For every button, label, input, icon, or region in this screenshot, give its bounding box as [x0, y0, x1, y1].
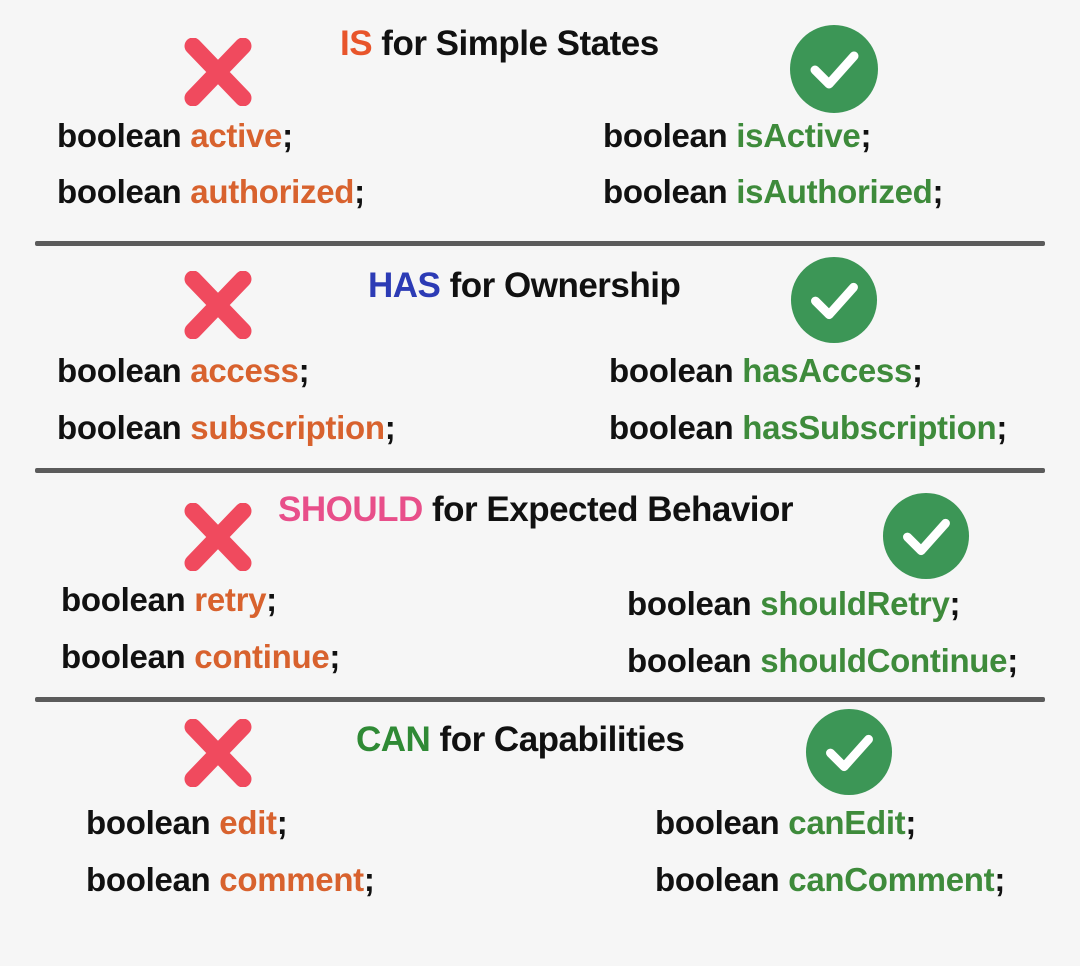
- bad-variable-name: access: [190, 352, 299, 389]
- section-title-can: CAN for Capabilities: [356, 720, 685, 760]
- bad-variable-name: authorized: [190, 173, 355, 210]
- type-keyword: boolean: [86, 804, 220, 841]
- good-variable-name: canComment: [788, 861, 995, 898]
- bad-variable-name: comment: [219, 861, 364, 898]
- type-keyword: boolean: [609, 352, 743, 389]
- wrong-declaration: boolean edit;: [86, 804, 288, 842]
- type-keyword: boolean: [627, 585, 761, 622]
- right-declaration: boolean hasSubscription;: [609, 409, 1007, 447]
- check-circle-icon: [790, 256, 878, 349]
- good-variable-name: shouldContinue: [760, 642, 1008, 679]
- type-keyword: boolean: [57, 173, 191, 210]
- bad-variable-name: active: [190, 117, 283, 154]
- wrong-declaration: boolean subscription;: [57, 409, 396, 447]
- semicolon: ;: [363, 861, 375, 898]
- type-keyword: boolean: [57, 117, 191, 154]
- right-declaration: boolean shouldRetry;: [627, 585, 961, 623]
- wrong-declaration: boolean continue;: [61, 638, 340, 676]
- cross-icon: [183, 270, 253, 344]
- semicolon: ;: [996, 409, 1008, 446]
- keyword-is: IS: [340, 24, 373, 63]
- semicolon: ;: [298, 352, 310, 389]
- section-divider: [35, 241, 1045, 246]
- semicolon: ;: [994, 861, 1006, 898]
- right-declaration: boolean hasAccess;: [609, 352, 923, 390]
- good-variable-name: isActive: [736, 117, 861, 154]
- type-keyword: boolean: [627, 642, 761, 679]
- section-title-should: SHOULD for Expected Behavior: [278, 490, 794, 530]
- section-divider: [35, 468, 1045, 473]
- check-circle-icon: [789, 24, 879, 119]
- type-keyword: boolean: [61, 581, 195, 618]
- check-circle-icon: [882, 492, 970, 585]
- cross-icon: [183, 37, 253, 111]
- good-variable-name: shouldRetry: [760, 585, 950, 622]
- semicolon: ;: [1007, 642, 1018, 679]
- title-rest: for Ownership: [440, 266, 681, 305]
- type-keyword: boolean: [57, 352, 191, 389]
- section-title-is: IS for Simple States: [340, 24, 659, 64]
- keyword-should: SHOULD: [278, 490, 423, 529]
- wrong-declaration: boolean active;: [57, 117, 293, 155]
- type-keyword: boolean: [603, 173, 737, 210]
- right-declaration: boolean shouldContinue;: [627, 642, 1018, 680]
- semicolon: ;: [282, 117, 293, 154]
- keyword-has: HAS: [368, 266, 441, 305]
- bad-variable-name: edit: [219, 804, 277, 841]
- right-declaration: boolean isActive;: [603, 117, 871, 155]
- semicolon: ;: [266, 581, 277, 618]
- semicolon: ;: [932, 173, 944, 210]
- cross-icon: [183, 502, 253, 576]
- type-keyword: boolean: [655, 861, 789, 898]
- right-declaration: boolean isAuthorized;: [603, 173, 944, 211]
- semicolon: ;: [905, 804, 917, 841]
- type-keyword: boolean: [655, 804, 789, 841]
- wrong-declaration: boolean comment;: [86, 861, 375, 899]
- cross-icon: [183, 718, 253, 792]
- type-keyword: boolean: [86, 861, 220, 898]
- title-rest: for Capabilities: [430, 720, 685, 759]
- section-divider: [35, 697, 1045, 702]
- semicolon: ;: [384, 409, 396, 446]
- semicolon: ;: [276, 804, 288, 841]
- bad-variable-name: retry: [194, 581, 267, 618]
- wrong-declaration: boolean authorized;: [57, 173, 365, 211]
- section-title-has: HAS for Ownership: [368, 266, 681, 306]
- semicolon: ;: [912, 352, 923, 389]
- semicolon: ;: [949, 585, 961, 622]
- semicolon: ;: [329, 638, 341, 675]
- semicolon: ;: [354, 173, 365, 210]
- type-keyword: boolean: [61, 638, 195, 675]
- type-keyword: boolean: [603, 117, 737, 154]
- good-variable-name: isAuthorized: [736, 173, 933, 210]
- title-rest: for Expected Behavior: [422, 490, 794, 529]
- right-declaration: boolean canEdit;: [655, 804, 916, 842]
- good-variable-name: canEdit: [788, 804, 906, 841]
- bad-variable-name: subscription: [190, 409, 385, 446]
- wrong-declaration: boolean retry;: [61, 581, 277, 619]
- type-keyword: boolean: [609, 409, 743, 446]
- good-variable-name: hasSubscription: [742, 409, 997, 446]
- type-keyword: boolean: [57, 409, 191, 446]
- bad-variable-name: continue: [194, 638, 330, 675]
- check-circle-icon: [805, 708, 893, 801]
- wrong-declaration: boolean access;: [57, 352, 310, 390]
- good-variable-name: hasAccess: [742, 352, 913, 389]
- right-declaration: boolean canComment;: [655, 861, 1005, 899]
- title-rest: for Simple States: [372, 24, 659, 63]
- semicolon: ;: [860, 117, 872, 154]
- keyword-can: CAN: [356, 720, 431, 759]
